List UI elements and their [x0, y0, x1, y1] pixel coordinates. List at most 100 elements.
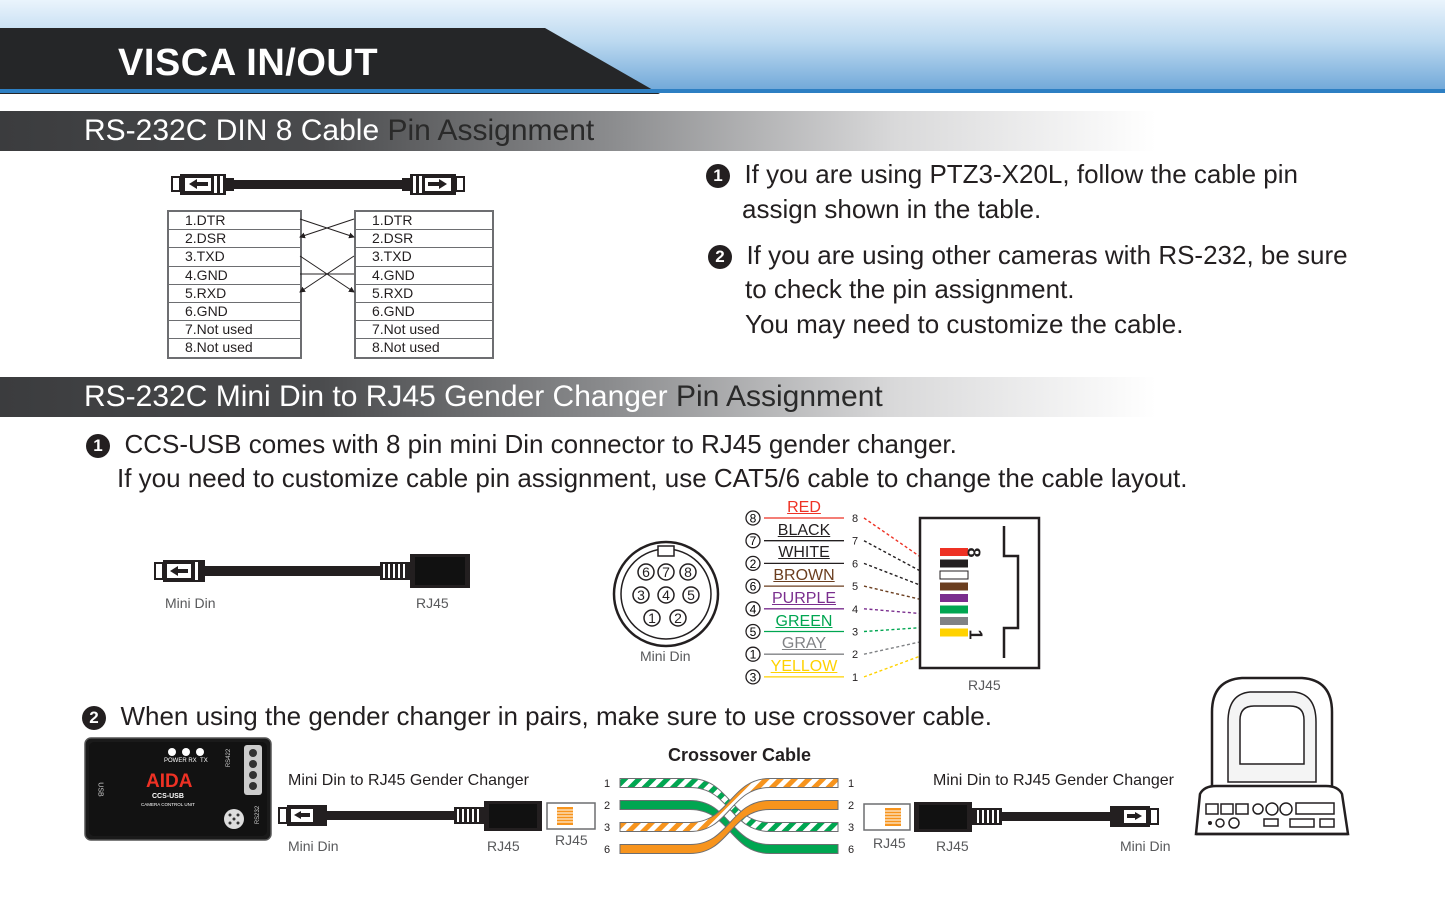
wire-rj-pin: 5 [852, 581, 858, 593]
crossover-title: Crossover Cable [668, 745, 812, 765]
wire-rj-pin: 2 [852, 649, 858, 661]
wire-din-pin-circle [745, 601, 761, 617]
wire-din-pin-circle [745, 578, 761, 594]
cable-right-label: RJ45 [416, 595, 449, 611]
pin-row: 5.RXD [169, 285, 300, 303]
rj45-pin8-mark: 8 [963, 547, 984, 558]
rj45-wire-stripe [940, 548, 968, 556]
aida-led-labels: POWER RX TX [164, 758, 208, 764]
rj45-label: RJ45 [968, 677, 1001, 693]
wire-rj-pin: 7 [852, 536, 858, 548]
bottom-right-rj45-b-label: RJ45 [936, 838, 969, 854]
bullet-2: 2 [708, 245, 732, 269]
pin-row: 6.GND [356, 303, 492, 322]
section1-note2-cont2: You may need to customize the cable. [745, 309, 1184, 339]
wire-din-pin: 8 [750, 512, 757, 526]
mini-din-label: Mini Din [640, 648, 691, 664]
aida-model: CCS-USB [152, 793, 184, 800]
din-pin-circle [637, 563, 655, 581]
section1-note2: 2 If you are using other cameras with RS… [708, 238, 1348, 273]
wire-din-pin-circle [745, 646, 761, 662]
crossover-pin-number: 6 [848, 844, 854, 856]
wire-rj-pin: 8 [852, 513, 858, 525]
aida-rs422-label: RS422 [226, 748, 233, 768]
pin-row: 2.DSR [356, 230, 492, 249]
pin-row: 7.Not used [356, 321, 492, 340]
rj45-wire-stripe [940, 582, 968, 591]
din-pin-number: 8 [684, 564, 692, 580]
crossover-pin-number: 2 [604, 800, 610, 812]
bullet-1: 1 [86, 434, 110, 458]
pin-row: 6.GND [169, 303, 300, 322]
pin-row: 4.GND [169, 267, 300, 285]
section1-title-dark: Pin Assignment [387, 114, 595, 147]
section1-note1: 1 If you are using PTZ3-X20L, follow the… [706, 157, 1298, 192]
section1-bar [0, 111, 1445, 151]
wire-din-pin-circle [745, 623, 761, 640]
wire-din-pin-circle [745, 510, 761, 526]
wire-din-pin: 6 [750, 580, 757, 594]
header-title-plate [0, 28, 660, 94]
pin-row: 8.Not used [185, 339, 253, 356]
section1-title-light: RS-232C DIN 8 Cable [84, 114, 380, 147]
wire-din-pin: 2 [750, 557, 757, 571]
wire-din-pin-circle [745, 555, 761, 572]
wire-din-pin-circle [745, 669, 761, 685]
cable-left-label: Mini Din [165, 595, 216, 611]
rj45-jack [918, 516, 1041, 670]
ptz-camera-illustration [1194, 676, 1350, 836]
bottom-left-rj45-b-label: RJ45 [555, 832, 588, 848]
wire-rj-pin: 4 [852, 604, 858, 616]
wire-color-name: RED [787, 499, 821, 516]
pin-row: 4.GND [356, 267, 492, 285]
crossover-pin-number: 6 [604, 844, 610, 856]
bottom-left-rj45-label: RJ45 [487, 838, 520, 854]
crossover-pin-number: 1 [848, 778, 854, 790]
wire-dashed-lead [863, 648, 939, 678]
din-pin-number: 5 [687, 587, 695, 603]
crossover-wire [619, 778, 839, 832]
section2-bar [0, 377, 1445, 417]
pin-row: 1.DTR [356, 212, 492, 231]
section2-note1-cont: If you need to customize cable pin assig… [117, 463, 1188, 493]
rj45-wire-stripe [940, 605, 968, 614]
din-pin-circle [643, 609, 661, 627]
section2-note2: 2 When using the gender changer in pairs… [82, 699, 992, 734]
pin-row: 3.TXD [169, 248, 300, 267]
wire-rj-pin: 3 [852, 627, 858, 639]
aida-usb-label: USB [96, 782, 104, 797]
din-pin-circle [679, 563, 697, 581]
din-pin-circle [682, 586, 700, 604]
wire-color-name: BROWN [773, 567, 835, 585]
section2-title-light: RS-232C Mini Din to RJ45 Gender Changer [84, 380, 668, 413]
pin-row: 7.Not used [169, 321, 300, 340]
crossover-pin-number: 2 [848, 800, 854, 812]
wire-din-pin: 5 [750, 625, 757, 639]
pin-row: 8.Not used [372, 339, 440, 356]
wire-color-name: GRAY [781, 635, 827, 653]
section2-note1: 1 CCS-USB comes with 8 pin mini Din conn… [86, 427, 957, 462]
bottom-left-minidin-label: Mini Din [288, 838, 339, 854]
wire-din-pin: 1 [750, 648, 757, 662]
right-changer-label: Mini Din to RJ45 Gender Changer [933, 772, 1175, 789]
din8-cable-illustration [171, 174, 465, 195]
rj45-wire-stripe [940, 559, 968, 568]
bullet-1: 1 [706, 164, 730, 188]
din-pin-number: 1 [648, 610, 656, 626]
wire-color-name: WHITE [778, 544, 830, 562]
section1-title: RS-232C DIN 8 Cable Pin Assignment [84, 114, 594, 148]
crossover-pin-number: 3 [848, 822, 854, 834]
wire-din-pin-circle [745, 533, 761, 549]
section2-title: RS-232C Mini Din to RJ45 Gender Changer … [84, 380, 883, 414]
rj45-wire-stripe [940, 594, 968, 602]
crossover-pin-number: 1 [604, 778, 610, 790]
din-pin-number: 7 [662, 564, 670, 580]
pin-row: 1.DTR [169, 212, 300, 231]
bullet-2: 2 [82, 706, 106, 730]
bottom-right-rj45-a-label: RJ45 [873, 835, 906, 851]
din-pin-circle [669, 609, 687, 627]
wire-din-pin: 3 [750, 670, 757, 684]
right-gender-changer-cable [863, 802, 1159, 832]
